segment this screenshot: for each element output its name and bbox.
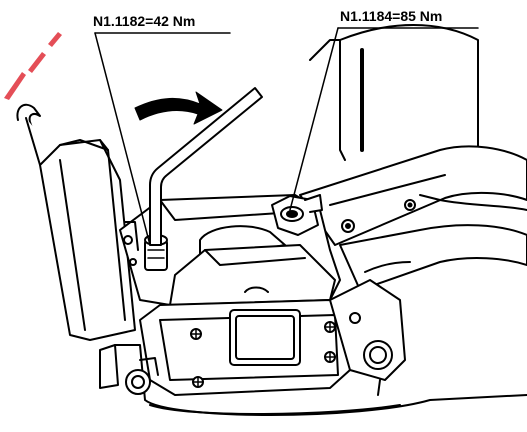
allen-key-icon bbox=[149, 87, 263, 246]
side-foot bbox=[329, 279, 406, 396]
hinged-cover bbox=[16, 103, 136, 341]
upper-lever-arm bbox=[299, 145, 527, 246]
base-plate bbox=[139, 299, 351, 396]
leader-lines bbox=[94, 27, 479, 246]
lower-lever-arm bbox=[339, 224, 527, 291]
bottom-rail bbox=[99, 344, 527, 416]
watermark-mark bbox=[4, 32, 62, 100]
torque-callout-left: N1.1182=42 Nm bbox=[93, 13, 196, 29]
right-socket-screw bbox=[271, 194, 323, 236]
curved-arrow-icon bbox=[134, 91, 223, 125]
tension-block bbox=[169, 225, 336, 306]
torque-callout-right: N1.1184=85 Nm bbox=[340, 8, 443, 24]
